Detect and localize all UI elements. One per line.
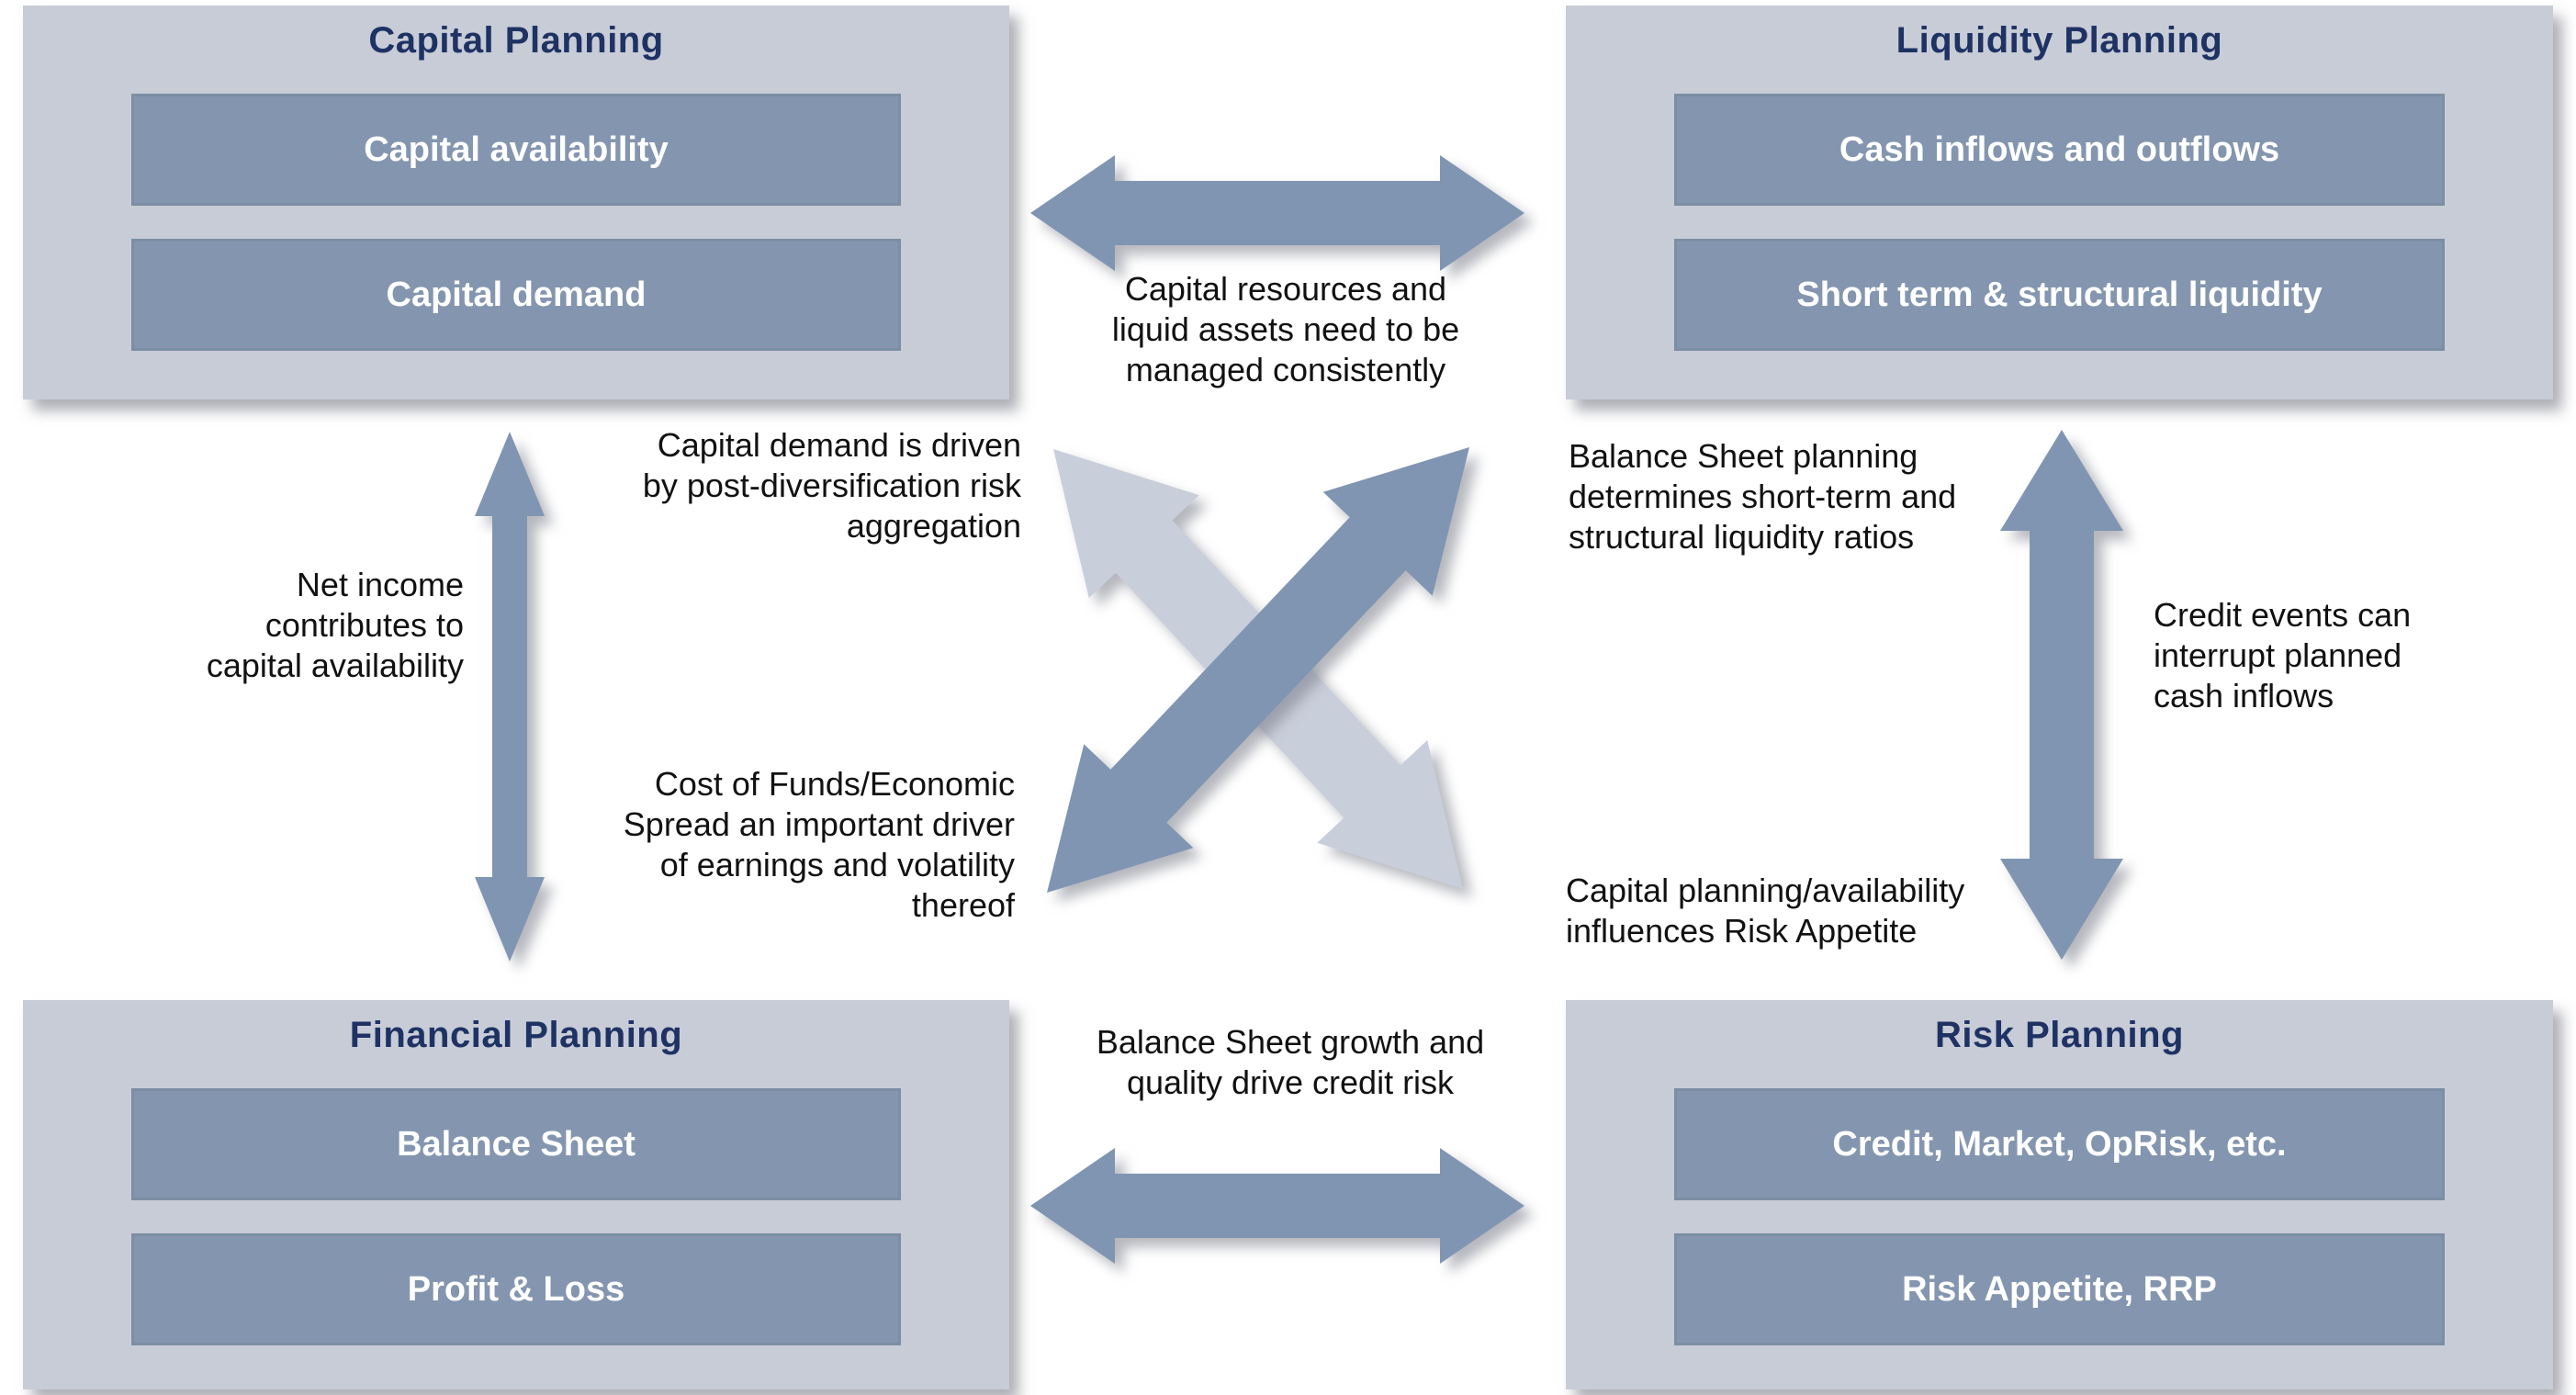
card-capital-demand: Capital demand: [131, 239, 901, 351]
annotation-balance-sheet-planning: Balance Sheet planning determines short-…: [1569, 437, 1957, 556]
card-cash-inflows-outflows: Cash inflows and outflows: [1674, 94, 2445, 206]
card-balance-sheet: Balance Sheet: [131, 1088, 901, 1200]
arrow-financial-liquidity-diagonal: [1047, 447, 1469, 893]
card-short-term-structural-liquidity-label: Short term & structural liquidity: [1796, 275, 2323, 314]
annotation-net-income: Net income contributes to capital availa…: [206, 566, 464, 684]
quadrant-financial-planning: Financial Planning Balance Sheet Profit …: [23, 1000, 1009, 1389]
card-risk-appetite-rrp-label: Risk Appetite, RRP: [1902, 1269, 2217, 1309]
financial-planning-title: Financial Planning: [349, 1015, 683, 1055]
card-profit-loss: Profit & Loss: [131, 1233, 901, 1345]
annotation-capital-planning-availability: Capital planning/availability influences…: [1566, 872, 1965, 950]
annotation-credit-events: Credit events can interrupt planned cash…: [2154, 596, 2412, 714]
card-capital-availability-label: Capital availability: [364, 129, 669, 169]
card-risk-appetite-rrp: Risk Appetite, RRP: [1674, 1233, 2445, 1345]
card-cash-inflows-outflows-label: Cash inflows and outflows: [1839, 129, 2280, 169]
annotation-capital-resources: Capital resources and liquid assets need…: [1111, 270, 1460, 388]
annotation-capital-demand: Capital demand is driven by post-diversi…: [642, 426, 1021, 545]
card-short-term-structural-liquidity: Short term & structural liquidity: [1674, 239, 2445, 351]
quadrant-risk-planning: Risk Planning Credit, Market, OpRisk, et…: [1566, 1000, 2553, 1389]
card-capital-demand-label: Capital demand: [386, 275, 647, 314]
liquidity-planning-title: Liquidity Planning: [1895, 20, 2223, 61]
annotation-cost-of-funds: Cost of Funds/Economic Spread an importa…: [623, 765, 1015, 924]
quadrant-capital-planning: Capital Planning Capital availability Ca…: [23, 6, 1009, 399]
arrow-capital-risk-diagonal: [1053, 449, 1463, 889]
capital-planning-title: Capital Planning: [368, 20, 664, 61]
card-capital-availability: Capital availability: [131, 94, 901, 206]
annotation-balance-sheet-growth: Balance Sheet growth and quality drive c…: [1096, 1023, 1485, 1101]
risk-planning-title: Risk Planning: [1935, 1015, 2184, 1055]
quadrant-liquidity-planning: Liquidity Planning Cash inflows and outf…: [1566, 6, 2553, 399]
arrow-financial-risk: [1030, 1148, 1524, 1264]
card-credit-market-oprisk-label: Credit, Market, OpRisk, etc.: [1832, 1124, 2287, 1164]
card-balance-sheet-label: Balance Sheet: [397, 1124, 636, 1164]
card-credit-market-oprisk: Credit, Market, OpRisk, etc.: [1674, 1088, 2445, 1200]
arrow-capital-liquidity: [1030, 155, 1524, 271]
card-profit-loss-label: Profit & Loss: [407, 1269, 625, 1309]
